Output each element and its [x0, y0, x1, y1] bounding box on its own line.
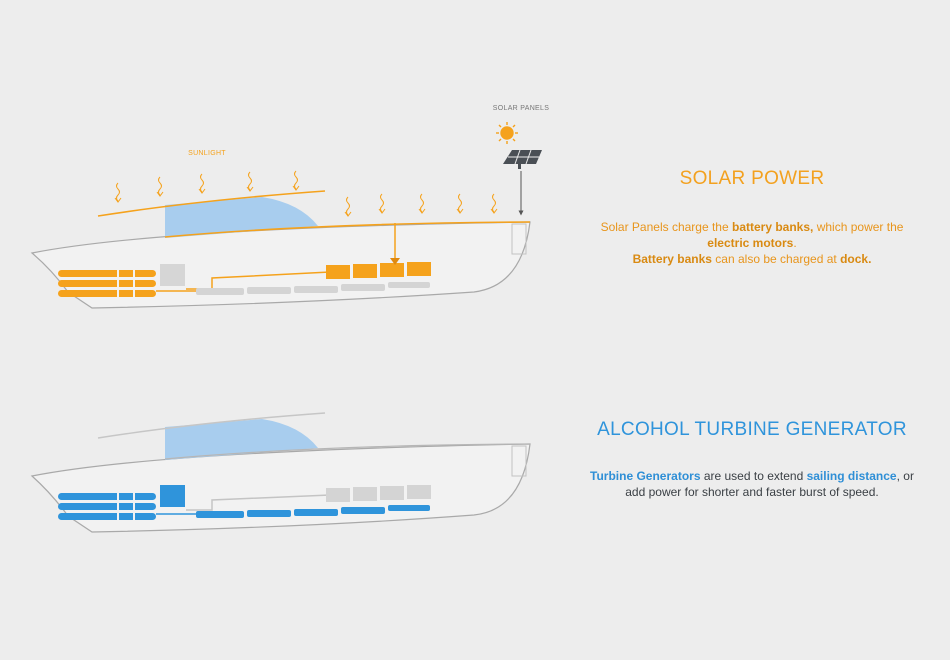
body-text: , or add power for shorter and faster bu… [625, 469, 914, 499]
highlight-text: sailing distance [806, 469, 897, 483]
highlight-text: Battery banks [632, 252, 712, 266]
turbine-boat [30, 412, 531, 533]
body-text: Solar Panels charge the [600, 220, 732, 234]
turbine-generator-title: ALCOHOL TURBINE GENERATOR [597, 419, 907, 440]
wavy-arrow-down-icon [456, 193, 464, 214]
solar-roof-line [97, 190, 326, 217]
body-text: can also be charged at [711, 252, 841, 266]
solar-battery-bank-right [326, 262, 431, 279]
solar-power-description: Solar Panels charge the battery banks, w… [587, 219, 917, 267]
wavy-arrow-down-icon [490, 193, 498, 214]
turbine-battery-bank-left [58, 491, 156, 522]
solar-generator-inactive [160, 264, 185, 286]
solar-motor-bars-inactive [196, 282, 430, 295]
turbine-roof-line [97, 412, 326, 439]
wavy-arrow-down-icon [246, 171, 254, 192]
solar-panels-label: SOLAR PANELS [493, 105, 549, 112]
wavy-arrow-down-icon [344, 196, 352, 217]
wavy-arrow-down-icon [292, 170, 300, 191]
solar-battery-bank-left [58, 268, 156, 299]
highlight-text: dock. [840, 252, 872, 266]
turbine-cabin-window [165, 419, 318, 460]
turbine-deck-line [164, 443, 531, 460]
turbine-generator-active [160, 485, 185, 507]
body-text: . [793, 236, 797, 250]
sun-icon [496, 122, 518, 144]
wavy-arrow-down-icon [114, 182, 122, 203]
solar-power-title: SOLAR POWER [679, 168, 825, 189]
sunlight-label: SUNLIGHT [188, 150, 226, 157]
highlight-text: Turbine Generators [590, 469, 701, 483]
body-text: which power the [813, 220, 904, 234]
solar-cabin-window [165, 197, 318, 238]
turbine-generator-description: Turbine Generators are used to extend sa… [587, 468, 917, 500]
solar-boat: SOLAR PANELS SUNLIGHT [30, 105, 549, 309]
sunlight-rays [114, 170, 498, 217]
turbine-motor-bars-active [196, 505, 430, 518]
solar-panel-icon [503, 149, 542, 169]
wavy-arrow-down-icon [198, 173, 206, 194]
turbine-battery-bank-right-inactive [326, 485, 431, 502]
solar-deck-line [164, 221, 531, 238]
highlight-text: battery banks, [732, 220, 814, 234]
wavy-arrow-down-icon [156, 176, 164, 197]
highlight-text: electric motors [707, 236, 794, 250]
wavy-arrow-down-icon [378, 193, 386, 214]
body-text: are used to extend [700, 469, 807, 483]
wavy-arrow-down-icon [418, 193, 426, 214]
